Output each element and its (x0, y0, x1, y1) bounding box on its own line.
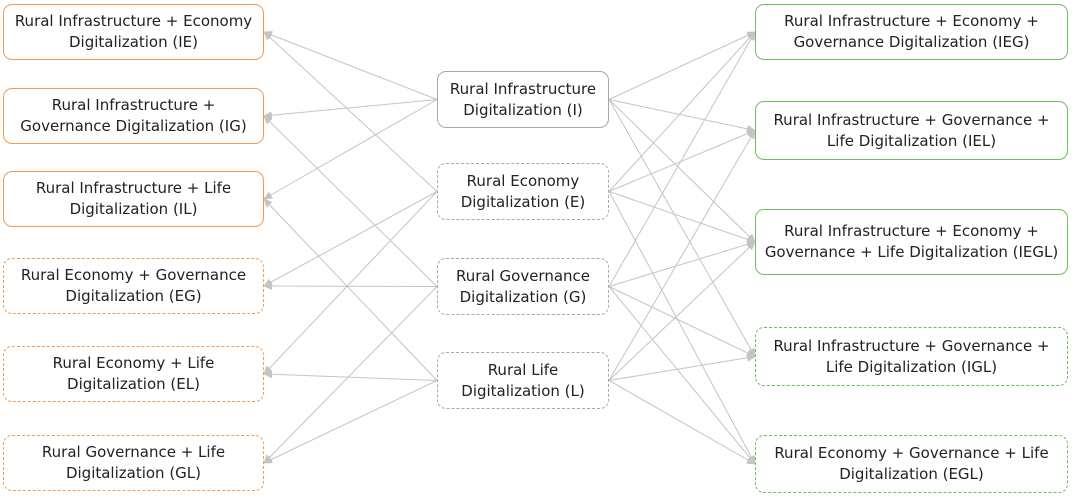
node-eg: Rural Economy + Governance Digitalizatio… (3, 258, 264, 314)
arrow-g-to-igl (608, 286, 756, 357)
arrow-g-to-gl (263, 286, 438, 464)
arrow-g-to-ieg (608, 31, 756, 287)
arrow-l-to-iel (608, 129, 756, 381)
arrow-i-to-il (263, 99, 438, 200)
node-ieg: Rural Infrastructure + Economy + Governa… (755, 4, 1068, 60)
arrow-l-to-el (263, 370, 438, 381)
arrow-e-to-egl (608, 191, 756, 465)
arrow-g-to-egl (608, 286, 756, 465)
node-iegl: Rural Infrastructure + Economy + Governa… (755, 209, 1068, 275)
node-il: Rural Infrastructure + Life Digitalizati… (3, 171, 264, 227)
arrow-g-to-ig (263, 115, 438, 287)
arrow-l-to-iegl (608, 241, 756, 381)
node-ig: Rural Infrastructure + Governance Digita… (3, 88, 264, 144)
node-el: Rural Economy + Life Digitalization (EL) (3, 346, 264, 402)
node-l: Rural Life Digitalization (L) (437, 352, 609, 409)
arrow-g-to-eg (263, 282, 438, 291)
node-e: Rural Economy Digitalization (E) (437, 163, 609, 220)
arrow-e-to-iel (608, 129, 756, 192)
arrow-l-to-egl (608, 380, 756, 465)
arrow-i-to-iel (608, 99, 756, 133)
arrow-g-to-iegl (608, 240, 756, 287)
arrow-e-to-ieg (608, 31, 756, 192)
arrow-l-to-il (263, 198, 438, 381)
node-gl: Rural Governance + Life Digitalization (… (3, 435, 264, 491)
arrow-i-to-iegl (608, 99, 756, 243)
arrow-e-to-el (263, 191, 438, 375)
node-ie: Rural Infrastructure + Economy Digitaliz… (3, 4, 264, 60)
node-i: Rural Infrastructure Digitalization (I) (437, 71, 609, 128)
arrow-i-to-igl (608, 99, 756, 358)
arrow-l-to-igl (608, 353, 756, 381)
arrow-e-to-ie (263, 31, 438, 192)
node-g: Rural Governance Digitalization (G) (437, 258, 609, 315)
node-iel: Rural Infrastructure + Governance + Life… (755, 101, 1068, 160)
arrow-i-to-ie (263, 31, 438, 100)
arrow-e-to-eg (263, 191, 438, 287)
arrow-i-to-ieg (608, 31, 756, 100)
node-egl: Rural Economy + Governance + Life Digita… (755, 435, 1068, 493)
arrow-l-to-gl (263, 380, 438, 464)
arrow-i-to-ig (263, 99, 438, 120)
node-igl: Rural Infrastructure + Governance + Life… (755, 327, 1068, 386)
arrow-e-to-iegl (608, 191, 756, 244)
